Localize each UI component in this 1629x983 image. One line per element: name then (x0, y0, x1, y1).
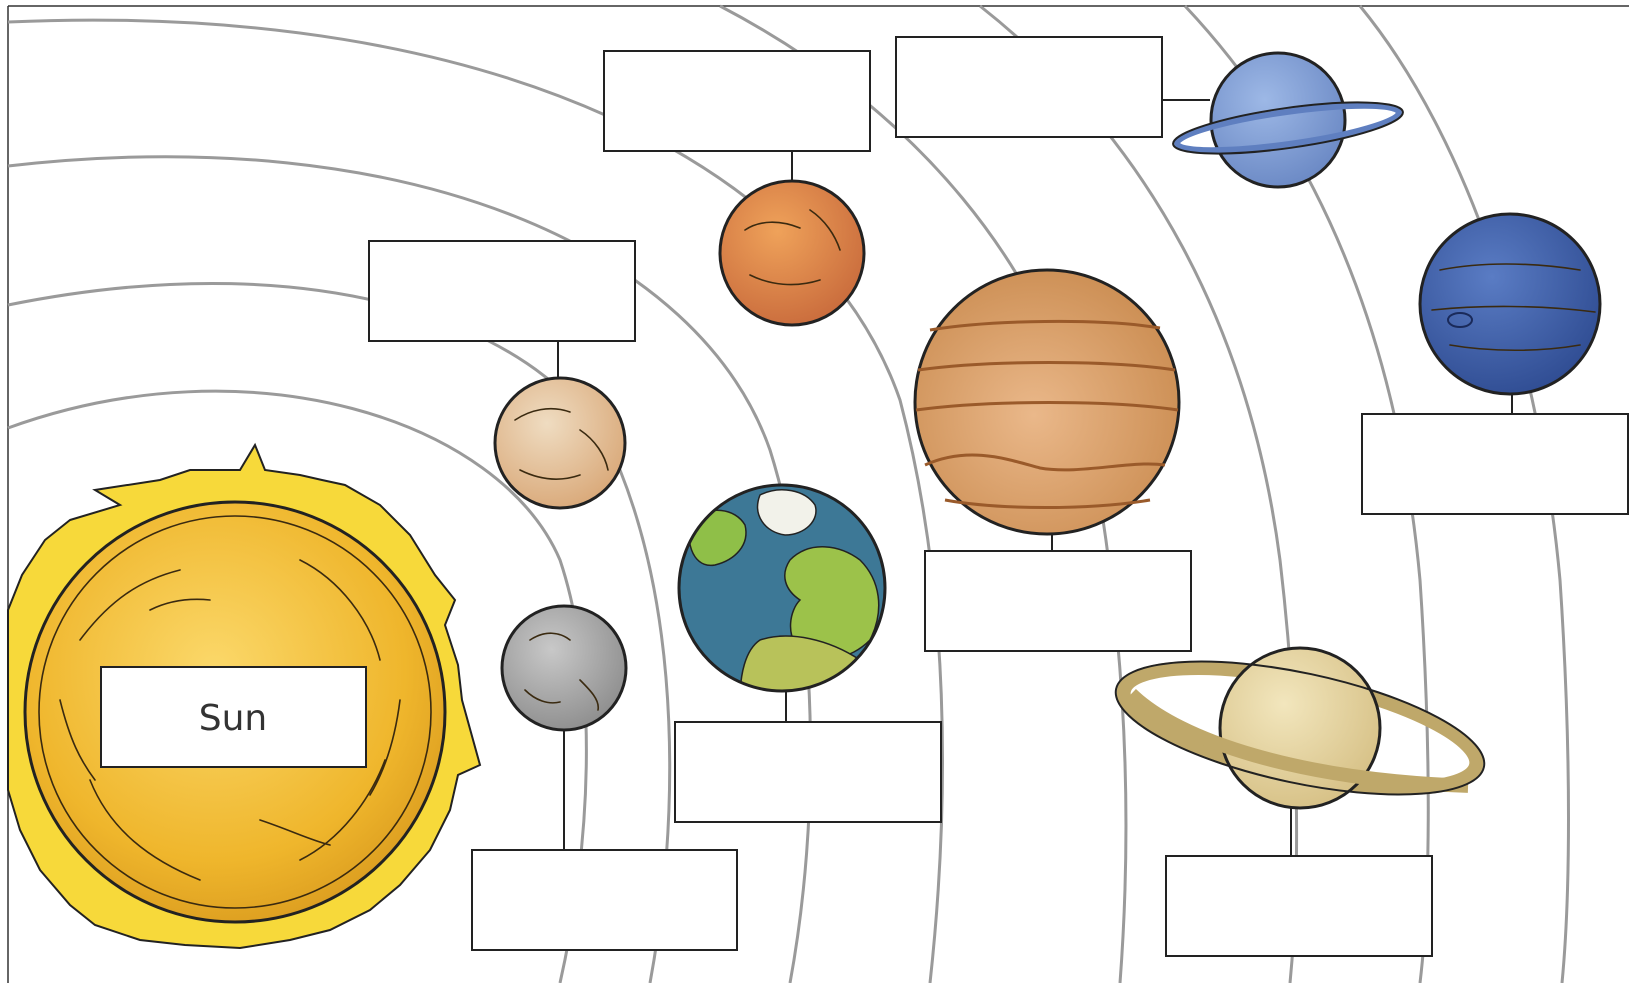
saturn (1105, 635, 1496, 956)
sun: Sun (8, 445, 480, 948)
mars-body (720, 181, 864, 325)
neptune-label-box[interactable] (1362, 414, 1628, 514)
mars-label-box[interactable] (604, 51, 870, 151)
earth-label-box[interactable] (675, 722, 941, 822)
earth (675, 485, 941, 822)
mars (604, 51, 870, 325)
mercury-body (502, 606, 626, 730)
uranus (896, 37, 1406, 187)
neptune-body (1420, 214, 1600, 394)
venus-label-box[interactable] (369, 241, 635, 341)
uranus-label-box[interactable] (896, 37, 1162, 137)
venus-body (495, 378, 625, 508)
neptune (1362, 214, 1628, 514)
saturn-label-box[interactable] (1166, 856, 1432, 956)
sun-label: Sun (199, 698, 267, 739)
jupiter (915, 270, 1191, 651)
mercury-label-box[interactable] (472, 850, 737, 950)
jupiter-label-box[interactable] (925, 551, 1191, 651)
venus (369, 241, 635, 508)
